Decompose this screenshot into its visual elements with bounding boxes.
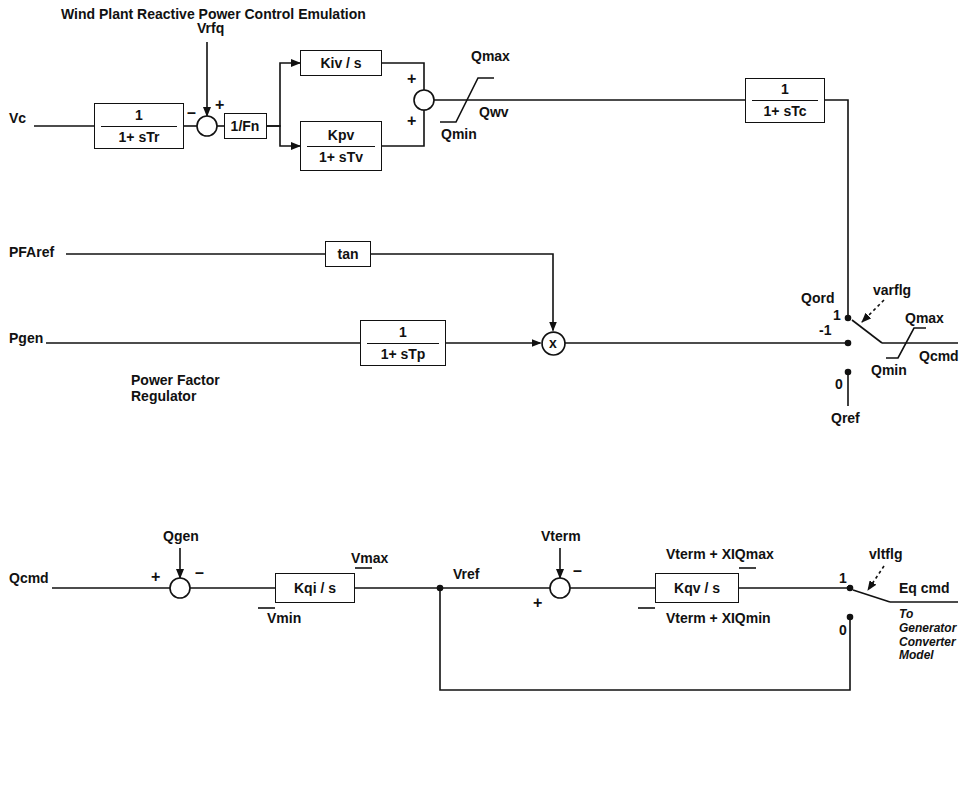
transfer-block: 1 1+ sTr [94, 103, 184, 149]
signal-label: 1 [832, 307, 842, 323]
signal-label: 0 [838, 622, 848, 638]
signal-label: 1 [838, 570, 848, 586]
block-text: Kqv / s [674, 580, 720, 596]
signal-label: Qgen [162, 528, 200, 544]
multiplier-circle: x [541, 331, 566, 356]
signal-label: Eq cmd [898, 580, 951, 596]
signal-connector [267, 63, 301, 126]
signal-wires [34, 42, 958, 690]
signal-label: vltflg [868, 546, 903, 562]
signal-label: Vmin [266, 610, 302, 626]
signal-connector [267, 126, 301, 146]
signal-label: Vterm + XIQmax [665, 546, 775, 562]
signal-label: Qmin [440, 126, 478, 142]
sign-label: – [572, 562, 583, 580]
transfer-block: Kqv / s [655, 573, 739, 603]
signal-label: PFAref [8, 244, 55, 260]
signal-label: Qmax [904, 310, 945, 326]
signal-label: Vterm [540, 528, 582, 544]
sign-label: + [532, 594, 543, 612]
signal-label: -1 [818, 322, 832, 338]
signal-label: Vmax [350, 550, 389, 566]
block-text: 1/Fn [231, 118, 260, 134]
signal-label: varflg [872, 282, 912, 298]
signal-label: Qmin [870, 362, 908, 378]
block-text: 1+ sTp [381, 346, 426, 362]
signal-label: Pgen [8, 330, 44, 346]
block-text: Kpv [328, 127, 354, 143]
signal-label: Qref [830, 410, 861, 426]
signal-label: Qord [800, 290, 835, 306]
signal-label: Vref [452, 566, 480, 582]
fraction-bar [367, 343, 439, 344]
sign-label: + [150, 568, 161, 586]
block-text: 1+ sTr [119, 129, 160, 145]
block-text: 1 [399, 324, 407, 340]
transfer-block: 1 1+ sTp [360, 320, 446, 366]
transfer-block: Kqi / s [275, 573, 355, 603]
signal-label: Qcmd [918, 348, 960, 364]
transfer-block: Kiv / s [300, 50, 382, 76]
signal-connector [446, 342, 541, 344]
signal-label: Vterm + XIQmin [665, 610, 772, 626]
signal-label: Power Factor Regulator [130, 372, 242, 404]
signal-label: 0 [834, 376, 844, 392]
fraction-bar [307, 146, 375, 147]
sign-label: – [194, 564, 205, 582]
block-text: x [549, 335, 557, 351]
block-text: 1 [135, 107, 143, 123]
transfer-block: 1/Fn [224, 113, 267, 139]
block-text: Kiv / s [320, 55, 361, 71]
fraction-bar [752, 100, 818, 101]
transfer-block: tan [325, 241, 371, 267]
sign-label: + [406, 112, 417, 130]
signal-label: Qwv [478, 104, 510, 120]
signal-label: Vrfq [196, 20, 225, 36]
block-text: 1+ sTc [764, 103, 807, 119]
signal-label: Vc [8, 110, 27, 126]
transfer-block: 1 1+ sTc [745, 78, 825, 123]
fraction-bar [101, 126, 177, 127]
block-text: tan [338, 246, 359, 262]
block-text: 1+ sTv [319, 149, 363, 165]
transfer-block: Kpv 1+ sTv [300, 121, 382, 171]
signal-label: Qmax [470, 48, 511, 64]
signal-label: To Generator Converter Model [898, 608, 960, 663]
block-text: Kqi / s [294, 580, 336, 596]
sign-label: + [406, 70, 417, 88]
sign-label: + [214, 96, 225, 114]
block-text: 1 [781, 81, 789, 97]
sign-label: – [186, 104, 197, 122]
signal-label: Qcmd [8, 570, 50, 586]
